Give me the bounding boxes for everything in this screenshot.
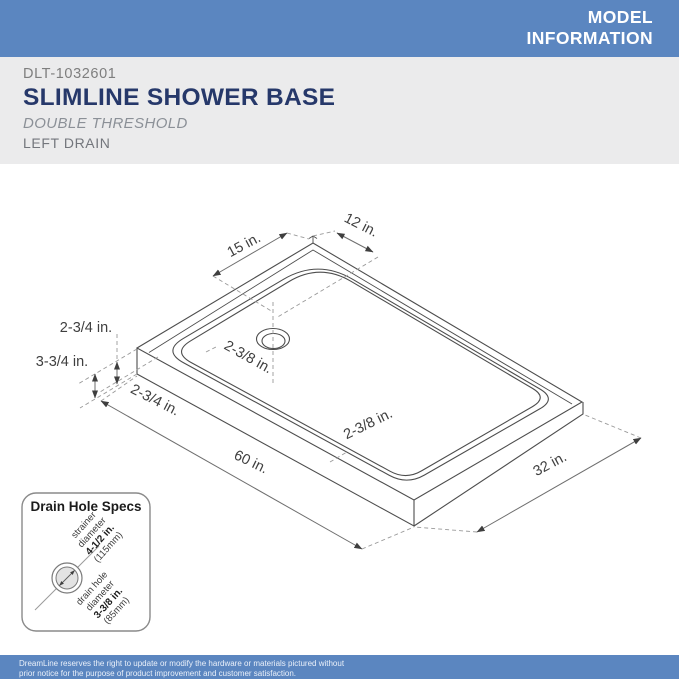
dim-line-32in bbox=[476, 437, 642, 533]
strainer-spec-text: strainer diameter 4-1/2 in. (115mm) bbox=[69, 510, 125, 565]
header-title-line2: INFORMATION bbox=[526, 27, 653, 48]
label-height: 3-3/4 in. bbox=[36, 354, 88, 370]
shower-base-outline bbox=[135, 235, 584, 527]
drain-diameter-arrow bbox=[59, 570, 75, 586]
dim-line-12in bbox=[336, 232, 374, 253]
threshold-type: DOUBLE THRESHOLD bbox=[23, 115, 188, 132]
dim-line-15in bbox=[212, 232, 288, 277]
footer-disclaimer: DreamLine reserves the right to update o… bbox=[19, 659, 344, 679]
header-band: MODEL INFORMATION bbox=[0, 0, 679, 57]
label-32in: 32 in. bbox=[531, 449, 570, 480]
label-left-threshold: 2-3/4 in. bbox=[60, 320, 112, 336]
label-front-threshold: 2-3/4 in. bbox=[128, 381, 182, 419]
specs-box-border bbox=[21, 492, 151, 632]
dimension-lines bbox=[91, 232, 642, 550]
base-top-surface bbox=[135, 242, 584, 501]
header-title: MODEL INFORMATION bbox=[526, 7, 653, 48]
drain-position: LEFT DRAIN bbox=[23, 135, 111, 151]
label-15in: 15 in. bbox=[225, 230, 264, 261]
apex-corner-notch bbox=[308, 235, 318, 243]
drain-hole-specs-box: Drain Hole Specs strainer diameter 4-1/2… bbox=[21, 492, 151, 632]
footer-line1: DreamLine reserves the right to update o… bbox=[19, 659, 345, 668]
basin-floor-edge bbox=[181, 271, 541, 477]
drain-opening bbox=[261, 332, 286, 350]
basin-edge bbox=[172, 268, 549, 481]
drain-flange bbox=[255, 327, 291, 351]
footer-line2: prior notice for the purpose of product … bbox=[19, 669, 297, 678]
label-60in: 60 in. bbox=[231, 447, 270, 477]
drain-hole-spec-text: drain hole diameter 3-3/8 in. (85mm) bbox=[74, 569, 132, 626]
page-title: SLIMLINE SHOWER BASE bbox=[23, 84, 336, 111]
construction-lines bbox=[77, 230, 642, 550]
title-section: DLT-1032601 SLIMLINE SHOWER BASE DOUBLE … bbox=[0, 57, 679, 164]
dim-line-60in bbox=[100, 400, 363, 550]
rim-inner-line bbox=[148, 249, 573, 405]
specs-box-title: Drain Hole Specs bbox=[30, 499, 141, 514]
drain-hole bbox=[255, 327, 291, 351]
header-title-line1: MODEL bbox=[587, 7, 653, 27]
footer-band: DreamLine reserves the right to update o… bbox=[0, 655, 679, 679]
model-number: DLT-1032601 bbox=[23, 66, 117, 82]
label-12in: 12 in. bbox=[341, 210, 380, 240]
title-inner: DLT-1032601 SLIMLINE SHOWER BASE DOUBLE … bbox=[23, 66, 335, 151]
